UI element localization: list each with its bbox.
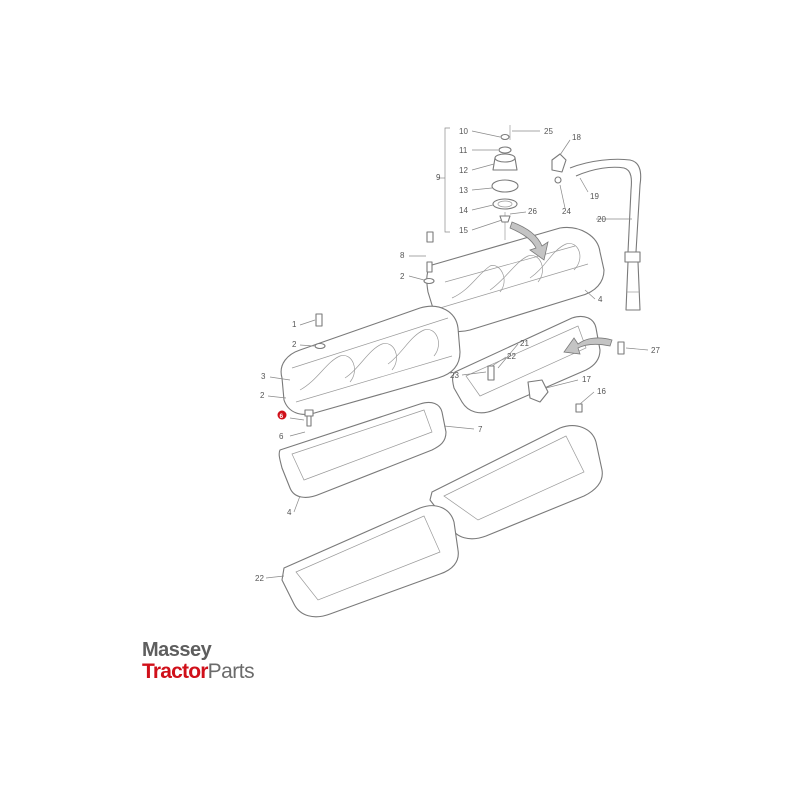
callout-21: 21 bbox=[520, 339, 529, 348]
callout-17: 17 bbox=[582, 375, 591, 384]
logo-tractor: Tractor bbox=[142, 660, 208, 683]
callout-10: 10 bbox=[459, 127, 468, 136]
callout-14: 14 bbox=[459, 206, 468, 215]
callout-19: 19 bbox=[590, 192, 599, 201]
svg-text:TractorParts: TractorParts bbox=[142, 660, 254, 683]
selected-part-marker bbox=[277, 410, 287, 420]
leader-lines bbox=[265, 130, 649, 579]
base-frame-rear bbox=[429, 425, 603, 540]
callout-2-lower: 2 bbox=[260, 391, 265, 400]
callout-23: 23 bbox=[450, 371, 459, 380]
callout-18: 18 bbox=[572, 133, 581, 142]
callout-3: 3 bbox=[261, 372, 266, 381]
massey-tractor-parts-logo: Massey TractorParts bbox=[142, 639, 255, 683]
callout-bracket bbox=[438, 127, 450, 233]
callout-13: 13 bbox=[459, 186, 468, 195]
direction-arrow-lower bbox=[563, 337, 613, 355]
callout-4-upper: 4 bbox=[598, 295, 603, 304]
base-frame-front bbox=[281, 505, 459, 618]
callout-12: 12 bbox=[459, 166, 468, 175]
callout-27: 27 bbox=[651, 346, 660, 355]
callout-6-selected: 6 bbox=[280, 413, 284, 420]
callout-22-lower: 22 bbox=[255, 574, 264, 583]
callout-labels: 10 11 12 13 14 15 9 25 18 19 24 26 20 8 … bbox=[255, 127, 660, 583]
direction-arrow-upper bbox=[509, 221, 549, 261]
front-valve-cover bbox=[280, 305, 461, 415]
callout-6: 6 bbox=[279, 432, 284, 441]
callout-9: 9 bbox=[436, 173, 441, 182]
bolt-hardware bbox=[304, 231, 625, 427]
callout-4-lower: 4 bbox=[287, 508, 292, 517]
logo-parts: Parts bbox=[208, 660, 255, 683]
callout-22-upper: 22 bbox=[507, 352, 516, 361]
callout-24: 24 bbox=[562, 207, 571, 216]
gasket-front bbox=[278, 401, 447, 498]
breather-hose bbox=[551, 153, 642, 311]
callout-1: 1 bbox=[292, 320, 297, 329]
callout-7: 7 bbox=[478, 425, 483, 434]
callout-15: 15 bbox=[459, 226, 468, 235]
logo-line1: Massey bbox=[142, 639, 213, 661]
callout-2-middle: 2 bbox=[292, 340, 297, 349]
callout-20: 20 bbox=[597, 215, 606, 224]
rear-valve-cover bbox=[426, 226, 605, 333]
callout-26: 26 bbox=[528, 207, 537, 216]
filler-cap-assembly bbox=[491, 125, 519, 240]
callout-8: 8 bbox=[400, 251, 405, 260]
callout-11: 11 bbox=[459, 146, 468, 155]
callout-16: 16 bbox=[597, 387, 606, 396]
callout-25: 25 bbox=[544, 127, 553, 136]
gasket-rear bbox=[452, 315, 601, 414]
callout-2-upper: 2 bbox=[400, 272, 405, 281]
